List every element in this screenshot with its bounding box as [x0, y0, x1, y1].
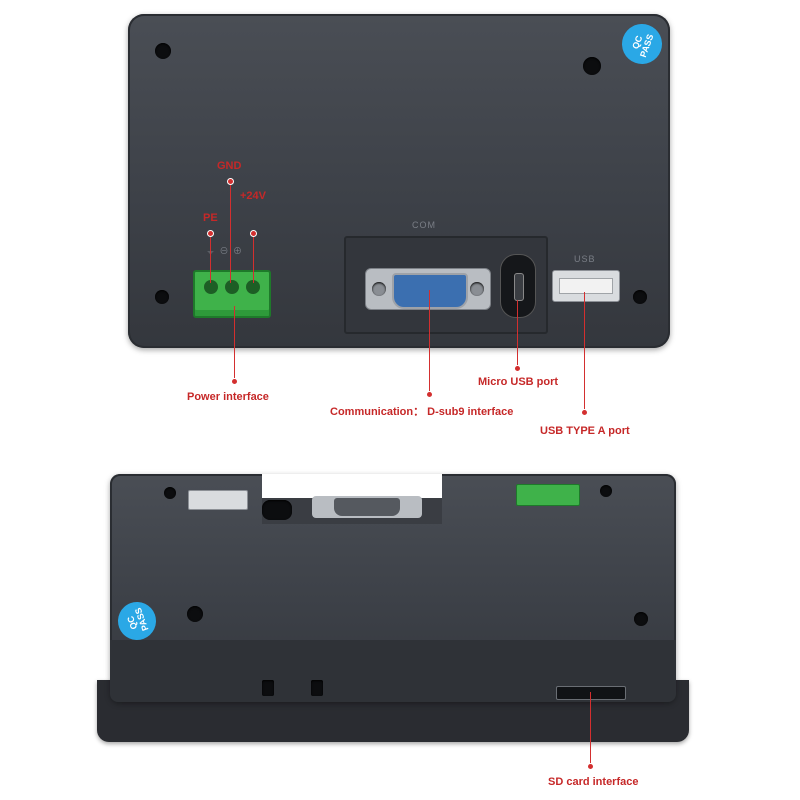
- dsub-screw-left: [372, 282, 386, 296]
- dot-usb-a: [581, 409, 588, 416]
- mount-hole-bottom-left: [155, 290, 169, 304]
- callout-communication: Communication： D-sub9 interface: [330, 406, 514, 418]
- label-gnd: GND: [217, 160, 242, 172]
- lead-gnd: [230, 185, 231, 283]
- lead-sd-card: [590, 692, 591, 764]
- dot-gnd: [227, 178, 234, 185]
- mount-hole-bottom-right: [633, 290, 647, 304]
- bottom-mount-hole-4: [634, 612, 648, 626]
- bottom-power-terminal: [516, 484, 580, 506]
- callout-micro-usb: Micro USB port: [478, 376, 559, 388]
- power-terminal-block: [193, 270, 271, 318]
- lead-micro-usb: [517, 300, 518, 366]
- dot-24v: [250, 230, 257, 237]
- lead-power: [234, 306, 235, 378]
- dot-communication: [426, 391, 433, 398]
- mount-hole-top-left: [155, 43, 171, 59]
- sd-card-slot: [556, 686, 626, 700]
- label-24v: +24V: [240, 190, 266, 202]
- callout-sd-card: SD card interface: [548, 776, 639, 788]
- dot-micro-usb: [514, 365, 521, 372]
- bottom-usb-a-port: [188, 490, 248, 510]
- dot-sd-card: [587, 763, 594, 770]
- bottom-micro-usb-port: [262, 500, 292, 520]
- side-slot-1: [262, 680, 274, 696]
- side-slot-2: [311, 680, 323, 696]
- lead-pe: [210, 237, 211, 283]
- lead-communication: [429, 290, 430, 392]
- bottom-mount-hole-2: [600, 485, 612, 497]
- callout-usb-type-a: USB TYPE A port: [540, 425, 630, 437]
- usb-type-a-port: [552, 270, 620, 302]
- terminal-screw-2: [225, 280, 239, 294]
- bottom-dsub-shell: [334, 498, 400, 516]
- dot-power: [231, 378, 238, 385]
- micro-usb-socket: [514, 273, 524, 301]
- lead-24v: [253, 237, 254, 283]
- dsub-shell: [392, 273, 468, 309]
- terminal-screw-3: [246, 280, 260, 294]
- bottom-mount-hole-1: [164, 487, 176, 499]
- dot-pe: [207, 230, 214, 237]
- micro-usb-port: [500, 254, 536, 318]
- bottom-mount-hole-3: [187, 606, 203, 622]
- bottom-dsub9-connector: [312, 496, 422, 518]
- label-pe: PE: [203, 212, 218, 224]
- silkscreen-usb: USB: [574, 254, 596, 264]
- mount-hole-top-right: [583, 57, 601, 75]
- silkscreen-terminal-marks: ⏚ ⊖ ⊕: [206, 246, 244, 256]
- callout-power-interface: Power interface: [187, 391, 269, 403]
- lead-usb-a: [584, 292, 585, 410]
- terminal-screw-1: [204, 280, 218, 294]
- usb-a-tongue: [559, 278, 613, 294]
- dsub-screw-right: [470, 282, 484, 296]
- dsub9-connector: [365, 268, 491, 310]
- silkscreen-com: COM: [412, 220, 436, 230]
